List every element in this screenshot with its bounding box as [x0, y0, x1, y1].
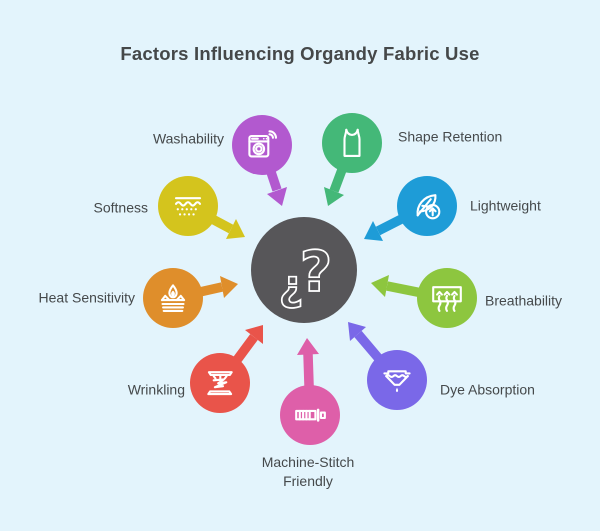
factor-circle-shape-retention: [322, 113, 382, 173]
factor-circle-machine-stitch: [280, 385, 340, 445]
soft-surface-icon: [174, 197, 202, 216]
inverted-question-glyph: ¿: [279, 261, 303, 310]
factor-circle-wrinkling: [190, 353, 250, 413]
factor-circle-breathability: [417, 268, 477, 328]
dye-funnel-icon: [383, 370, 411, 393]
factor-circle-softness: [158, 176, 218, 236]
tank-top-icon: [343, 128, 361, 157]
stitch-seam-icon: [295, 408, 326, 422]
factor-label-lightweight: Lightweight: [470, 197, 541, 214]
center-circle: ¿ ?: [251, 217, 357, 323]
flame-fabric-icon: [160, 284, 186, 312]
factor-label-shape-retention: Shape Retention: [398, 128, 503, 145]
feather-lightweight-icon: [416, 194, 441, 220]
factor-circle-washability: [232, 115, 292, 175]
factor-label-dye-absorption: Dye Absorption: [440, 381, 535, 398]
wrinkled-fabric-icon: [207, 371, 233, 396]
question-marks-icon: ¿ ?: [278, 239, 333, 311]
diagram-title: Factors Influencing Organdy Fabric Use: [120, 43, 480, 64]
factor-label-breathability: Breathability: [485, 292, 563, 309]
factor-circle-lightweight: [397, 176, 457, 236]
factor-label-heat-sensitivity: Heat Sensitivity: [38, 289, 135, 306]
question-glyph: ?: [300, 240, 332, 305]
factor-circle-dye-absorption: [367, 350, 427, 410]
airflow-icon: [432, 286, 462, 312]
factor-label-softness: Softness: [93, 199, 148, 216]
factor-label-wrinkling: Wrinkling: [127, 381, 185, 398]
factor-circle-heat-sensitivity: [143, 268, 203, 328]
washing-machine-icon: [248, 130, 277, 158]
factor-label-machine-stitch: Machine-Stitch Friendly: [261, 454, 355, 489]
factor-label-washability: Washability: [152, 130, 224, 147]
